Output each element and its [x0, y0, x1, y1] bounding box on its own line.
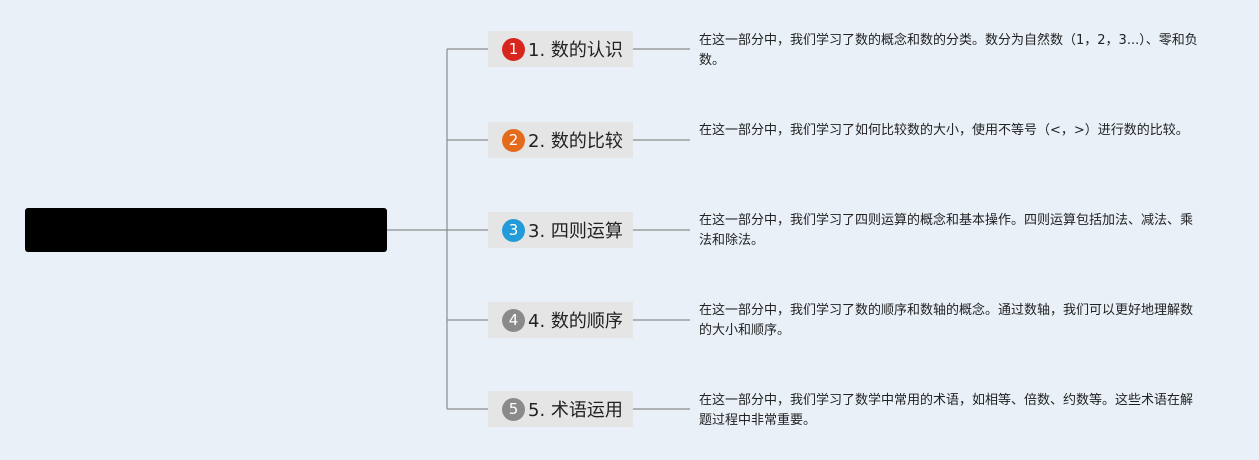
- branch-label: 3. 四则运算: [528, 221, 623, 242]
- branch-description-2: 在这一部分中，我们学习了如何比较数的大小，使用不等号（<，>）进行数的比较。: [699, 123, 1189, 138]
- branch-node-2[interactable]: 2 2. 数的比较: [488, 122, 633, 158]
- branch-label: 2. 数的比较: [528, 131, 623, 152]
- branch-label: 1. 数的认识: [528, 40, 623, 61]
- root-node[interactable]: [25, 208, 387, 252]
- branch-description-5: 在这一部分中，我们学习了数学中常用的术语，如相等、倍数、约数等。这些术语在解题过…: [699, 393, 1194, 428]
- branch-node-5[interactable]: 5 5. 术语运用: [488, 391, 633, 427]
- branch-description-4: 在这一部分中，我们学习了数的顺序和数轴的概念。通过数轴，我们可以更好地理解数的大…: [699, 303, 1194, 338]
- branch-node-3[interactable]: 3 3. 四则运算: [488, 212, 633, 248]
- branch-label: 5. 术语运用: [528, 400, 623, 421]
- number-badge-icon: 2: [502, 128, 525, 152]
- number-badge-icon: 1: [502, 37, 525, 61]
- number-badge-icon: 5: [502, 397, 525, 421]
- number-badge-icon: 4: [502, 308, 525, 332]
- branch-node-4[interactable]: 4 4. 数的顺序: [488, 302, 633, 338]
- branch-label: 4. 数的顺序: [528, 311, 623, 332]
- number-badge-icon: 3: [502, 218, 525, 242]
- branch-description-3: 在这一部分中，我们学习了四则运算的概念和基本操作。四则运算包括加法、减法、乘法和…: [699, 213, 1194, 248]
- branch-description-1: 在这一部分中，我们学习了数的概念和数的分类。数分为自然数（1，2，3...）、零…: [699, 33, 1198, 68]
- branch-node-1[interactable]: 1 1. 数的认识: [488, 31, 633, 67]
